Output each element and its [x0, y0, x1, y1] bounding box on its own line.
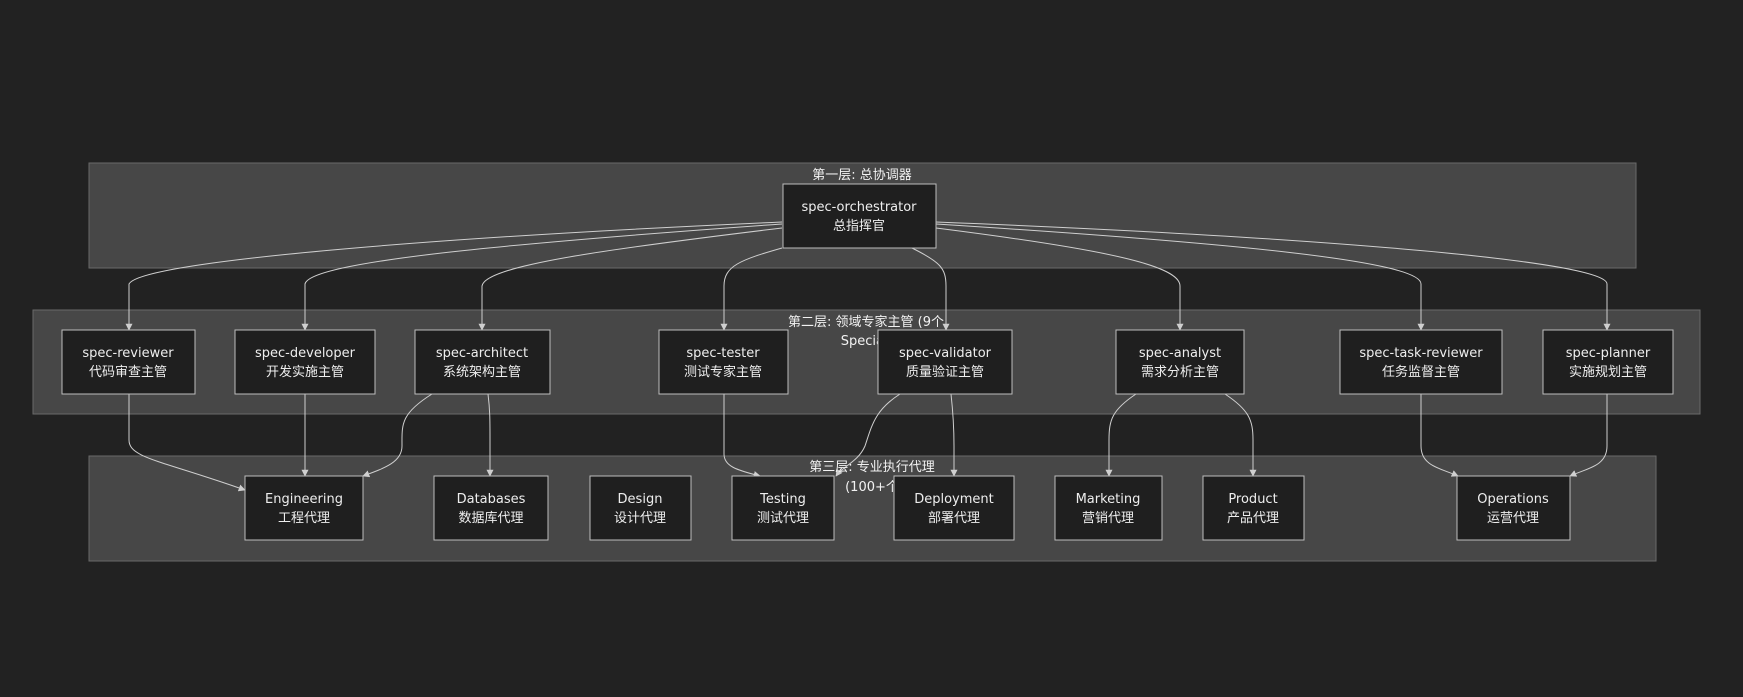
edge-validator-deployment	[950, 393, 958, 477]
edge-orchestrator-planner	[935, 221, 1611, 331]
node-spec-task-reviewer-label: 任务监督主管	[1382, 364, 1460, 380]
node-spec-validator-label: 质量验证主管	[906, 364, 984, 380]
node-product-name: Product	[1228, 492, 1277, 507]
node-spec-validator[interactable]: spec-validator 质量验证主管	[877, 329, 1013, 395]
node-databases-label: 数据库代理	[458, 510, 523, 526]
node-spec-planner-label: 实施规划主管	[1569, 365, 1647, 380]
node-spec-orchestrator-label: 总指挥官	[833, 218, 885, 234]
edge-analyst-marketing	[1105, 393, 1137, 477]
node-testing[interactable]: Testing 测试代理	[731, 475, 835, 541]
edge-orchestrator-developer	[301, 223, 783, 331]
node-spec-architect-label: 系统架构主管	[443, 365, 521, 380]
node-spec-analyst-label: 需求分析主管	[1141, 365, 1219, 380]
node-databases[interactable]: Databases 数据库代理	[433, 475, 549, 541]
node-spec-developer-name: spec-developer	[255, 346, 356, 361]
edge-task-reviewer-operations	[1420, 394, 1459, 477]
node-testing-label: 测试代理	[757, 511, 809, 526]
node-deployment-label: 部署代理	[928, 511, 980, 526]
node-spec-reviewer-name: spec-reviewer	[82, 346, 174, 361]
node-engineering[interactable]: Engineering 工程代理	[244, 475, 364, 541]
layer-3-title-line2: (100+个	[845, 480, 899, 495]
node-spec-task-reviewer[interactable]: spec-task-reviewer 任务监督主管	[1339, 329, 1503, 395]
edge-orchestrator-validator	[911, 247, 950, 331]
node-product-label: 产品代理	[1227, 511, 1279, 526]
node-spec-planner-name: spec-planner	[1566, 346, 1651, 361]
node-spec-developer[interactable]: spec-developer 开发实施主管	[234, 329, 376, 395]
node-spec-tester-name: spec-tester	[686, 346, 760, 361]
node-spec-architect-name: spec-architect	[436, 346, 528, 361]
edge-validator-testing	[835, 393, 901, 477]
edge-orchestrator-analyst	[935, 227, 1184, 331]
node-marketing-name: Marketing	[1076, 492, 1141, 507]
layer-2-title-line1: 第二层: 领域专家主管 (9个	[788, 314, 944, 330]
node-spec-reviewer[interactable]: spec-reviewer 代码审查主管	[61, 329, 196, 395]
edge-orchestrator-reviewer	[125, 221, 783, 331]
node-spec-tester[interactable]: spec-tester 测试专家主管	[658, 329, 789, 395]
node-spec-planner[interactable]: spec-planner 实施规划主管	[1542, 329, 1674, 395]
node-operations-label: 运营代理	[1487, 511, 1539, 526]
node-spec-analyst[interactable]: spec-analyst 需求分析主管	[1115, 329, 1245, 395]
edge-planner-operations	[1569, 394, 1608, 477]
node-deployment-name: Deployment	[914, 492, 994, 507]
edge-orchestrator-task-reviewer	[935, 223, 1425, 331]
edge-orchestrator-architect	[478, 227, 783, 331]
edge-architect-databases	[486, 393, 494, 477]
node-spec-architect[interactable]: spec-architect 系统架构主管	[414, 329, 551, 395]
edge-analyst-product	[1224, 393, 1257, 477]
node-spec-reviewer-label: 代码审查主管	[89, 365, 167, 380]
node-databases-name: Databases	[457, 492, 526, 507]
edge-architect-engineering	[362, 393, 433, 478]
node-design-name: Design	[618, 492, 663, 507]
node-operations[interactable]: Operations 运营代理	[1456, 475, 1571, 541]
node-operations-name: Operations	[1477, 492, 1549, 507]
node-design[interactable]: Design 设计代理	[589, 475, 692, 541]
layer-3-title-line1: 第三层: 专业执行代理	[809, 460, 935, 475]
node-spec-tester-label: 测试专家主管	[684, 364, 762, 380]
edge-orchestrator-tester	[720, 247, 783, 331]
node-spec-validator-name: spec-validator	[899, 346, 992, 361]
node-engineering-label: 工程代理	[278, 511, 330, 526]
node-engineering-name: Engineering	[265, 492, 343, 507]
node-spec-orchestrator-name: spec-orchestrator	[801, 200, 917, 215]
node-testing-name: Testing	[759, 492, 806, 507]
edges-layer-1-to-2	[125, 221, 1611, 331]
node-marketing-label: 营销代理	[1082, 511, 1134, 526]
layer-1-title: 第一层: 总协调器	[812, 168, 912, 183]
node-spec-analyst-name: spec-analyst	[1139, 346, 1221, 361]
node-deployment[interactable]: Deployment 部署代理	[893, 475, 1015, 541]
node-marketing[interactable]: Marketing 营销代理	[1054, 475, 1163, 541]
node-product[interactable]: Product 产品代理	[1202, 475, 1305, 541]
edges-layer-2-to-3	[128, 393, 1608, 492]
node-spec-orchestrator[interactable]: spec-orchestrator 总指挥官	[782, 183, 937, 249]
node-spec-developer-label: 开发实施主管	[266, 364, 344, 380]
edge-reviewer-engineering	[128, 394, 246, 492]
node-design-label: 设计代理	[614, 511, 666, 526]
edge-tester-testing	[723, 394, 761, 478]
node-spec-task-reviewer-name: spec-task-reviewer	[1359, 346, 1483, 361]
